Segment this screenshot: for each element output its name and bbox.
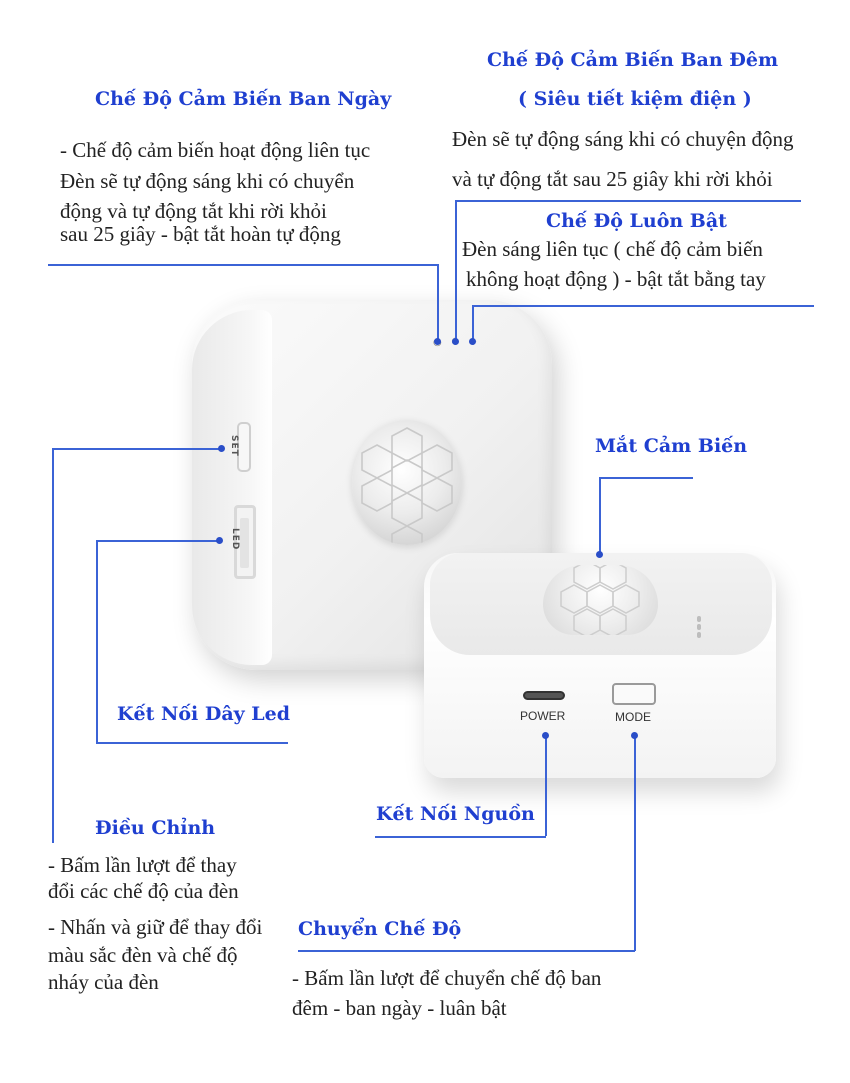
led-callout-line-bottom [96, 742, 288, 744]
day-mode-desc-2: Đèn sẽ tự động sáng khi có chuyển [60, 169, 355, 193]
day-mode-callout-line [48, 264, 438, 266]
power-connect-title: Kết Nối Nguồn [376, 803, 535, 825]
always-on-callout-dot [469, 338, 476, 345]
power-callout-line-vertical [545, 736, 547, 836]
day-mode-desc-4: sau 25 giây - bật tắt hoàn tự động [60, 222, 341, 246]
indicator-lights [697, 614, 701, 640]
night-mode-callout-line-vertical [455, 200, 457, 342]
adjust-desc-1: - Bấm lần lượt để thay [48, 853, 237, 877]
sensor-eye-callout-dot [596, 551, 603, 558]
led-connect-title: Kết Nối Dây Led [117, 703, 291, 725]
mode-callout-line [298, 950, 635, 952]
mode-callout-dot [631, 732, 638, 739]
mode-callout-line-vertical [634, 736, 636, 951]
led-port[interactable] [234, 505, 256, 579]
sensor-device-large-side [192, 310, 272, 665]
night-mode-desc-1: Đèn sẽ tự động sáng khi có chuyện động [452, 127, 794, 151]
switch-mode-title: Chuyển Chế Độ [298, 918, 462, 940]
adjust-desc-3: - Nhấn và giữ để thay đổi [48, 915, 263, 939]
night-mode-callout-dot [452, 338, 459, 345]
switch-mode-desc-2: đêm - ban ngày - luân bật [292, 996, 507, 1020]
adjust-callout-line [52, 448, 222, 450]
day-mode-callout-dot [434, 338, 441, 345]
power-callout-line [375, 836, 546, 838]
sensor-eye-callout-line-vertical [599, 477, 601, 555]
night-mode-subtitle: ( Siêu tiết kiệm điện ) [518, 88, 752, 110]
always-on-callout-line [472, 305, 814, 307]
always-on-desc-1: Đèn sáng liên tục ( chế độ cảm biến [462, 237, 763, 261]
day-mode-desc-3: động và tự động tắt khi rời khỏi [60, 199, 327, 223]
day-mode-title: Chế Độ Cảm Biến Ban Ngày [95, 88, 392, 110]
switch-mode-desc-1: - Bấm lần lượt để chuyển chế độ ban [292, 966, 602, 990]
adjust-title: Điều Chỉnh [95, 817, 216, 839]
led-callout-line [96, 540, 220, 542]
led-callout-line-vertical [96, 540, 98, 743]
adjust-callout-dot [218, 445, 225, 452]
day-mode-desc-1: - Chế độ cảm biến hoạt động liên tục [60, 138, 371, 162]
sensor-eye-callout-line [599, 477, 693, 479]
mode-label: MODE [615, 710, 651, 724]
night-mode-desc-2: và tự động tắt sau 25 giây khi rời khỏi [452, 167, 773, 191]
adjust-callout-line-vertical [52, 448, 54, 843]
adjust-desc-4: màu sắc đèn và chế độ [48, 943, 238, 967]
adjust-desc-5: nháy của đèn [48, 970, 159, 994]
sensor-eye-title: Mắt Cảm Biến [595, 435, 748, 457]
mode-button[interactable] [612, 683, 656, 705]
power-port[interactable] [523, 691, 565, 700]
set-label: SET [229, 435, 239, 457]
night-mode-callout-line [455, 200, 801, 202]
motion-sensor-lens-large [352, 420, 462, 545]
always-on-title: Chế Độ Luôn Bật [546, 210, 727, 232]
set-button[interactable] [237, 422, 251, 472]
power-label: POWER [520, 709, 566, 723]
always-on-desc-2: không hoạt động ) - bật tắt bằng tay [466, 267, 766, 291]
night-mode-title: Chế Độ Cảm Biến Ban Đêm [487, 49, 779, 71]
motion-sensor-lens-small [543, 565, 658, 635]
always-on-callout-line-vertical [472, 305, 474, 342]
day-mode-callout-line-vertical [437, 264, 439, 342]
led-label: LED [230, 528, 240, 551]
led-callout-dot [216, 537, 223, 544]
adjust-desc-2: đổi các chế độ của đèn [48, 879, 239, 903]
power-callout-dot [542, 732, 549, 739]
